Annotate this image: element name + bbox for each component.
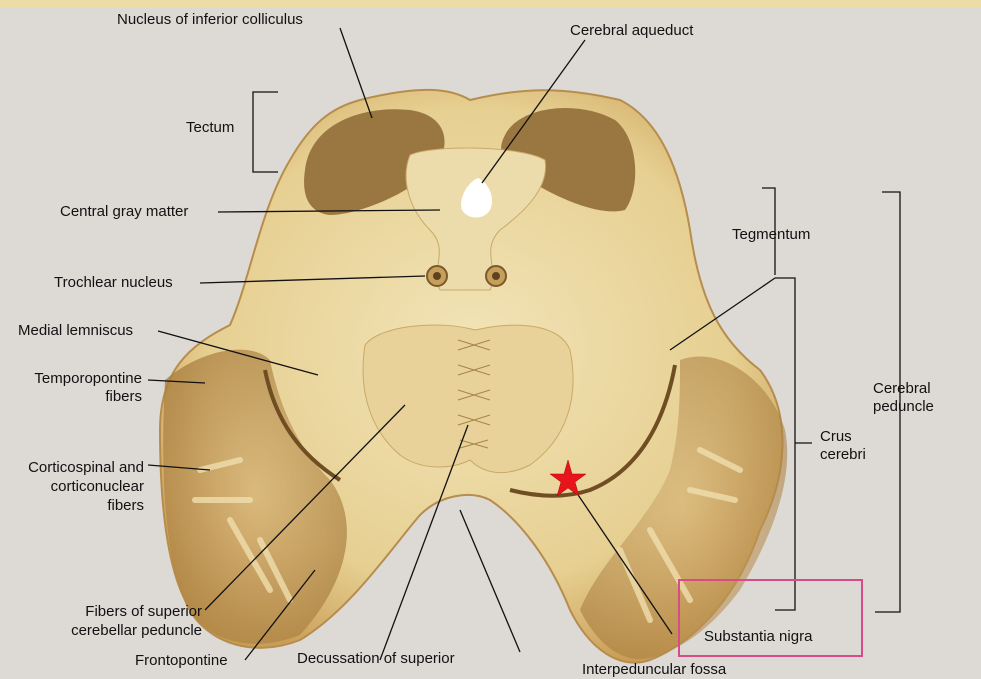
label-medial-lemniscus: Medial lemniscus [18,321,133,340]
label-central-gray-matter: Central gray matter [60,202,188,221]
label-corticospinal-3: fibers [2,496,144,515]
label-trochlear-nucleus: Trochlear nucleus [54,273,173,292]
label-sup-cerebellar-1: Fibers of superior [40,602,202,621]
label-tectum: Tectum [186,118,234,137]
label-tegmentum: Tegmentum [732,225,810,244]
label-cerebral-peduncle-1: Cerebral [873,379,931,398]
label-crus-cerebri-1: Crus [820,427,852,446]
label-sup-cerebellar-2: cerebellar peduncle [40,621,202,640]
label-decussation: Decussation of superior [297,649,455,668]
label-corticospinal-1: Corticospinal and [2,458,144,477]
label-frontopontine: Frontopontine [135,651,228,670]
label-temporopontine-1: Temporopontine [10,369,142,388]
label-nucleus-inferior-colliculus: Nucleus of inferior colliculus [117,10,303,29]
label-substantia-nigra: Substantia nigra [704,627,812,646]
label-temporopontine-2: fibers [10,387,142,406]
label-cerebral-peduncle-2: peduncle [873,397,934,416]
label-interpeduncular-fossa: Interpeduncular fossa [582,660,726,679]
label-crus-cerebri-2: cerebri [820,445,866,464]
label-cerebral-aqueduct: Cerebral aqueduct [570,21,693,40]
label-corticospinal-2: corticonuclear [2,477,144,496]
